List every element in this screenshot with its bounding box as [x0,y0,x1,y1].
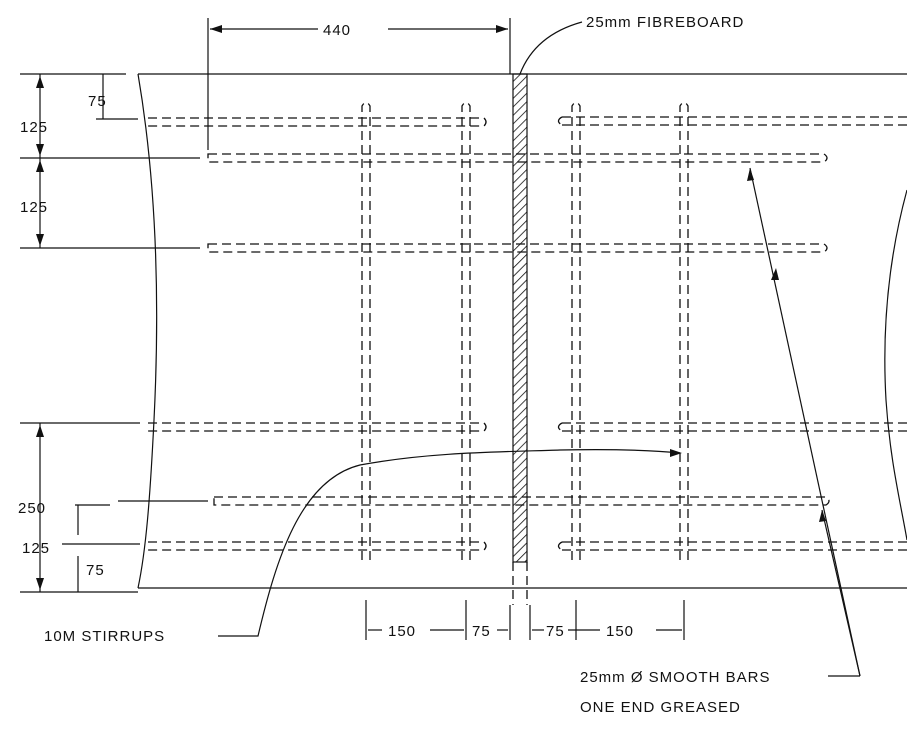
label-dim-125-mid: 125 [20,199,48,216]
smooth-bars-leader [747,167,861,677]
stirrups-leader [218,449,681,637]
label-dim-75-left: 75 [472,623,491,640]
bottom-longitudinal-bars [148,422,907,551]
label-dim-250: 250 [18,500,46,517]
left-dimensions [20,73,208,593]
top-longitudinal-bars [148,116,907,253]
label-stirrups: 10M STIRRUPS [44,628,165,645]
label-dim-75-low: 75 [86,562,105,579]
label-dim-75-right: 75 [546,623,565,640]
label-smooth-bars: 25mm Ø SMOOTH BARS [580,669,771,686]
label-dim-125-top: 125 [20,119,48,136]
label-dim-150-left: 150 [388,623,416,640]
bottom-dimensions [365,600,685,640]
label-dim-75-top: 75 [88,93,107,110]
stirrups [361,101,689,560]
label-dim-440: 440 [323,22,351,39]
label-dim-125-low: 125 [22,540,50,557]
label-dim-150-right: 150 [606,623,634,640]
top-dimension [207,18,583,150]
label-greased: ONE END GREASED [580,699,741,716]
fibreboard-strip [512,73,528,563]
label-fibreboard: 25mm FIBREBOARD [586,14,744,31]
